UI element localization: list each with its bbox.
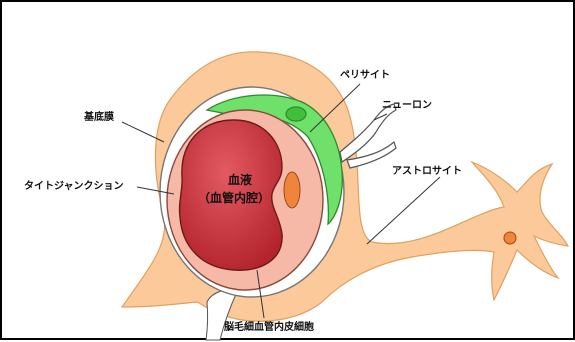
leader-astrocyte [367,177,440,244]
label-blood: 血液 [228,172,252,187]
astrocyte-nucleus [504,232,516,244]
label-pericyte: ペリサイト [340,69,390,81]
label-basement-membrane: 基底膜 [83,110,114,123]
pericyte-nucleus [286,107,306,121]
label-neuron: ニューロン [382,100,432,111]
label-endothelial-cell: 脳毛細血管内皮細胞 [224,320,314,333]
label-tight-junction: タイトジャンクション [24,180,124,192]
endothelial-nucleus [284,172,300,208]
label-astrocyte: アストロサイト [392,165,462,177]
label-lumen: （血管内腔） [198,190,270,205]
